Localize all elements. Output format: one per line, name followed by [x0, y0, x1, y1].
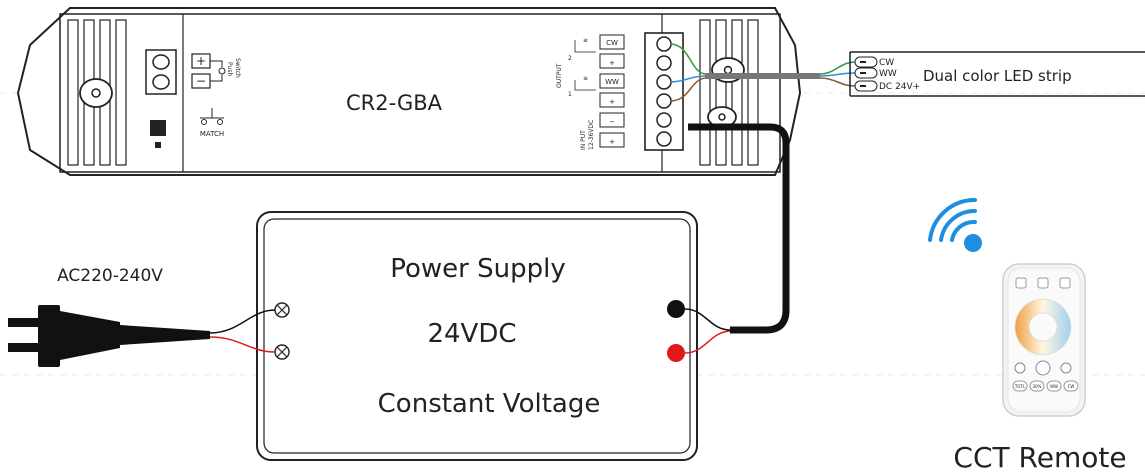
svg-text:CW: CW [606, 39, 618, 47]
strip-wire-ww: WW [879, 69, 897, 79]
svg-text:≥: ≥ [583, 75, 588, 82]
svg-text:+: + [609, 138, 615, 146]
svg-text:TOTL: TOTL [1014, 384, 1026, 389]
dc-positive-terminal [667, 344, 685, 362]
signal-dot [964, 234, 982, 252]
svg-text:+: + [609, 98, 615, 106]
led-strip: CW WW DC 24V+ Dual color LED strip [849, 51, 1145, 97]
input-voltage-label: 12-36VDC [588, 120, 595, 150]
match-label: MATCH [200, 130, 224, 138]
terminal-labels: CW + WW + − + [599, 34, 625, 148]
plug-icon [8, 305, 210, 367]
left-button[interactable] [1014, 362, 1026, 374]
svg-text:−: − [609, 118, 615, 126]
svg-text:+: + [609, 59, 615, 67]
psu-mode: Constant Voltage [378, 389, 601, 419]
dc-negative-terminal [667, 300, 685, 318]
dc-input-cable [688, 123, 790, 334]
channel-2-label: 2 [568, 55, 572, 62]
controller-model: CR2-GBA [346, 91, 443, 115]
left-plus-label: + [196, 54, 206, 68]
ac-input-label: AC220-240V [57, 266, 163, 286]
remote-label: CCT Remote [953, 441, 1126, 474]
left-terminal-block [145, 49, 177, 95]
cct-remote: TOTL 30% WW CW [1002, 263, 1086, 417]
right-button[interactable] [1060, 362, 1072, 374]
svg-text:30%: 30% [1033, 384, 1042, 389]
svg-text:≥: ≥ [583, 37, 588, 44]
dc-output-wires [684, 308, 731, 354]
channel-1-label: 1 [568, 91, 572, 98]
right-heatsink [699, 19, 759, 166]
output-wires [669, 43, 856, 102]
svg-text:CW: CW [1068, 384, 1075, 389]
controller: + − Switch Push MATCH CR2-GBA OUTPUT 2 1… [16, 7, 802, 176]
screw-terminal-icon [274, 302, 290, 360]
match-switch-symbol [200, 108, 224, 125]
color-wheel[interactable] [1014, 298, 1072, 356]
strip-wire-dc: DC 24V+ [879, 82, 920, 92]
svg-text:WW: WW [605, 78, 619, 86]
left-minus-label: − [196, 74, 206, 88]
wifi-signal-icon [928, 197, 977, 242]
ac-wires [209, 309, 276, 353]
strip-wire-cw: CW [879, 58, 894, 68]
led-strip-label: Dual color LED strip [923, 67, 1072, 85]
svg-text:WW: WW [1050, 384, 1058, 389]
push-label: Push [226, 62, 233, 76]
match-button[interactable] [150, 120, 166, 148]
input-label: IN PUT [580, 130, 587, 150]
switch-label: Switch [234, 58, 241, 78]
power-button[interactable] [1035, 360, 1051, 376]
psu-voltage: 24VDC [427, 319, 516, 349]
psu-title: Power Supply [390, 254, 565, 284]
mounting-hole-left [79, 78, 113, 108]
power-supply: Power Supply 24VDC Constant Voltage [256, 211, 698, 461]
output-terminal-block [644, 32, 684, 151]
output-label: OUTPUT [556, 63, 563, 88]
